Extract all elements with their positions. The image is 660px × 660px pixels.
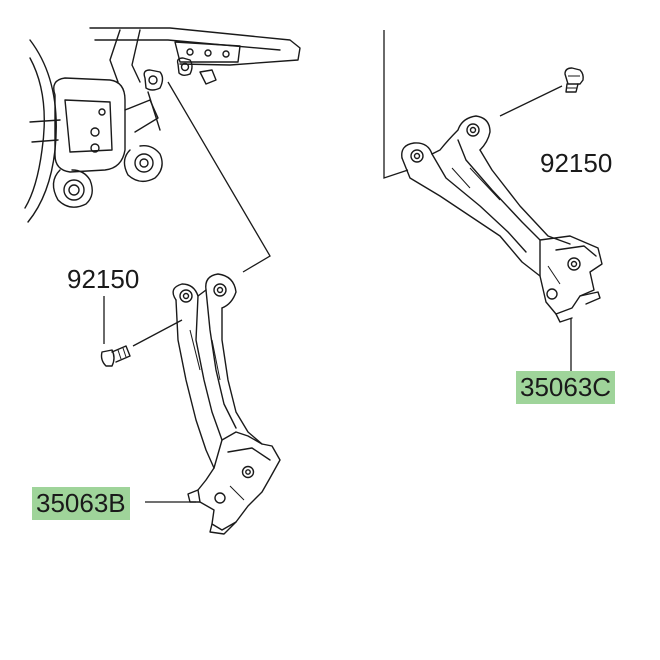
part-label-92150-left: 92150 — [67, 264, 140, 294]
bolt-right-icon — [564, 67, 584, 93]
part-label-35063c[interactable]: 35063C — [516, 371, 616, 404]
part-label-92150-right: 92150 — [540, 148, 613, 178]
frame-section — [24, 27, 301, 223]
part-label-35063b[interactable]: 35063B — [32, 487, 130, 520]
bracket-left-35063b — [172, 273, 281, 535]
bolt-left-icon — [100, 345, 131, 367]
leader-lines — [103, 30, 572, 503]
bracket-right-35063c — [401, 115, 603, 323]
